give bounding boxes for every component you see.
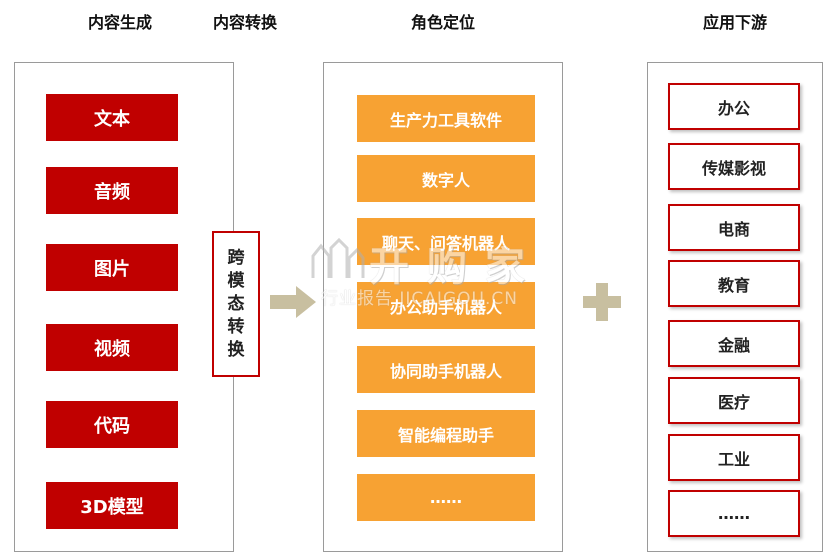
- downstream-item-office: 办公: [668, 83, 800, 130]
- role-item-ellipsis: ……: [357, 474, 535, 521]
- generation-item-text: 文本: [46, 94, 178, 141]
- header-role-positioning: 角色定位: [410, 13, 475, 32]
- role-item-digital-human: 数字人: [357, 155, 535, 202]
- generation-panel: [14, 62, 234, 552]
- role-item-chat-qa-bot: 聊天、问答机器人: [357, 218, 535, 265]
- downstream-item-industry: 工业: [668, 434, 800, 481]
- role-item-productivity-tools: 生产力工具软件: [357, 95, 535, 142]
- downstream-item-ellipsis: ……: [668, 490, 800, 537]
- cross-modal-conversion-box: 跨模态转换: [212, 231, 260, 377]
- generation-item-video: 视频: [46, 324, 178, 371]
- downstream-item-finance: 金融: [668, 320, 800, 367]
- downstream-item-medical: 医疗: [668, 377, 800, 424]
- header-content-conversion: 内容转换: [212, 13, 277, 32]
- right-arrow-icon: [270, 286, 316, 318]
- role-item-office-assistant-bot: 办公助手机器人: [357, 282, 535, 329]
- downstream-item-education: 教育: [668, 260, 800, 307]
- plus-icon: [583, 283, 621, 321]
- cross-modal-conversion-label: 跨模态转换: [227, 247, 245, 360]
- header-application-downstream: 应用下游: [702, 13, 767, 32]
- downstream-item-media: 传媒影视: [668, 143, 800, 190]
- downstream-item-ecommerce: 电商: [668, 204, 800, 251]
- generation-item-audio: 音频: [46, 167, 178, 214]
- role-item-collab-assistant-bot: 协同助手机器人: [357, 346, 535, 393]
- generation-item-code: 代码: [46, 401, 178, 448]
- generation-item-image: 图片: [46, 244, 178, 291]
- role-item-coding-assistant: 智能编程助手: [357, 410, 535, 457]
- generation-item-3d-model: 3D模型: [46, 482, 178, 529]
- header-content-generation: 内容生成: [87, 13, 152, 32]
